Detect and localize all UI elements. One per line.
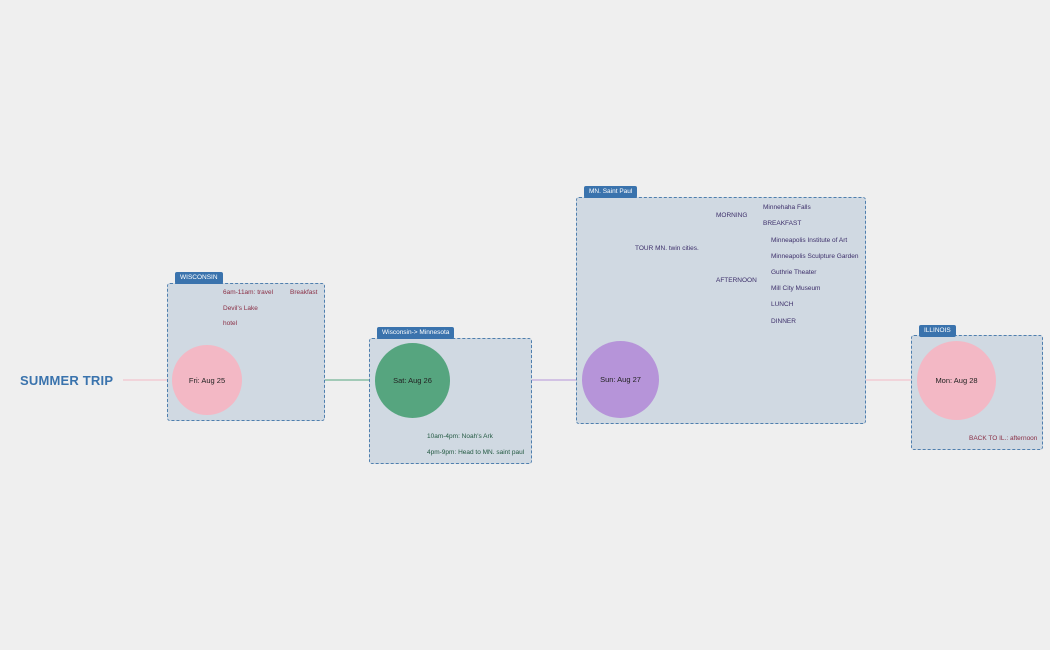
day-node-fri[interactable]: Fri: Aug 25 (172, 345, 242, 415)
sun-afternoon-item-guthrie[interactable]: Guthrie Theater (771, 269, 817, 276)
sun-afternoon[interactable]: AFTERNOON (716, 277, 757, 284)
fri-item-devils-lake[interactable]: Devil's Lake (223, 305, 258, 312)
sun-afternoon-item-lunch[interactable]: LUNCH (771, 301, 794, 308)
sun-afternoon-item-sculpture[interactable]: Minneapolis Sculpture Garden (771, 253, 859, 260)
day-node-sat[interactable]: Sat: Aug 26 (375, 343, 450, 418)
fri-item-breakfast[interactable]: Breakfast (290, 289, 318, 296)
sat-item-head-to-mn[interactable]: 4pm-9pm: Head to MN. saint paul (427, 449, 525, 456)
sun-topic-tour[interactable]: TOUR MN. twin cities. (635, 245, 699, 252)
group-tag-wisconsin[interactable]: WISCONSIN (175, 272, 223, 284)
fri-item-hotel[interactable]: hotel (223, 320, 238, 327)
group-tag-wi-mn[interactable]: Wisconsin-> Minnesota (377, 327, 455, 339)
group-tag-illinois[interactable]: ILLINOIS (919, 325, 956, 337)
sun-morning-item-breakfast[interactable]: BREAKFAST (763, 220, 802, 227)
sun-afternoon-item-mill-city[interactable]: Mill City Museum (771, 285, 821, 292)
mon-item-back-to-il[interactable]: BACK TO IL.: afternoon (969, 435, 1038, 442)
sun-morning[interactable]: MORNING (716, 212, 748, 219)
group-tag-saint-paul[interactable]: MN. Saint Paul (584, 186, 638, 198)
sun-morning-item-minnehaha[interactable]: Minnehaha Falls (763, 204, 811, 211)
sun-afternoon-item-institute[interactable]: Minneapolis Institute of Art (771, 237, 848, 244)
day-node-mon[interactable]: Mon: Aug 28 (917, 341, 996, 420)
sat-item-noahs-ark[interactable]: 10am-4pm: Noah's Ark (427, 433, 493, 440)
day-node-sun[interactable]: Sun: Aug 27 (582, 341, 659, 418)
map-title: SUMMER TRIP (20, 373, 114, 388)
sun-afternoon-item-dinner[interactable]: DINNER (771, 318, 796, 325)
fri-item-travel[interactable]: 6am-11am: travel (223, 289, 274, 296)
